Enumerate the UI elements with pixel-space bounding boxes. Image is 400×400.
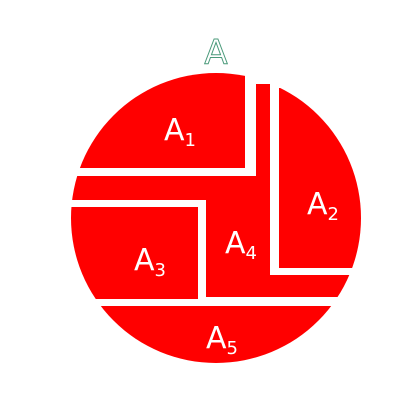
region-label-a1: A1 bbox=[164, 113, 196, 151]
title-letter: A bbox=[204, 33, 227, 73]
region-label-a4: A4 bbox=[225, 226, 257, 264]
region-label-a5: A5 bbox=[206, 321, 238, 359]
region-a3-shape bbox=[71, 207, 198, 299]
region-strip-shape bbox=[256, 84, 270, 204]
region-label-a3: A3 bbox=[134, 243, 166, 281]
region-a2-shape bbox=[279, 88, 361, 268]
region-a1-shape bbox=[71, 73, 245, 168]
region-label-a2: A2 bbox=[307, 187, 339, 225]
region-a4-shape bbox=[71, 176, 361, 297]
